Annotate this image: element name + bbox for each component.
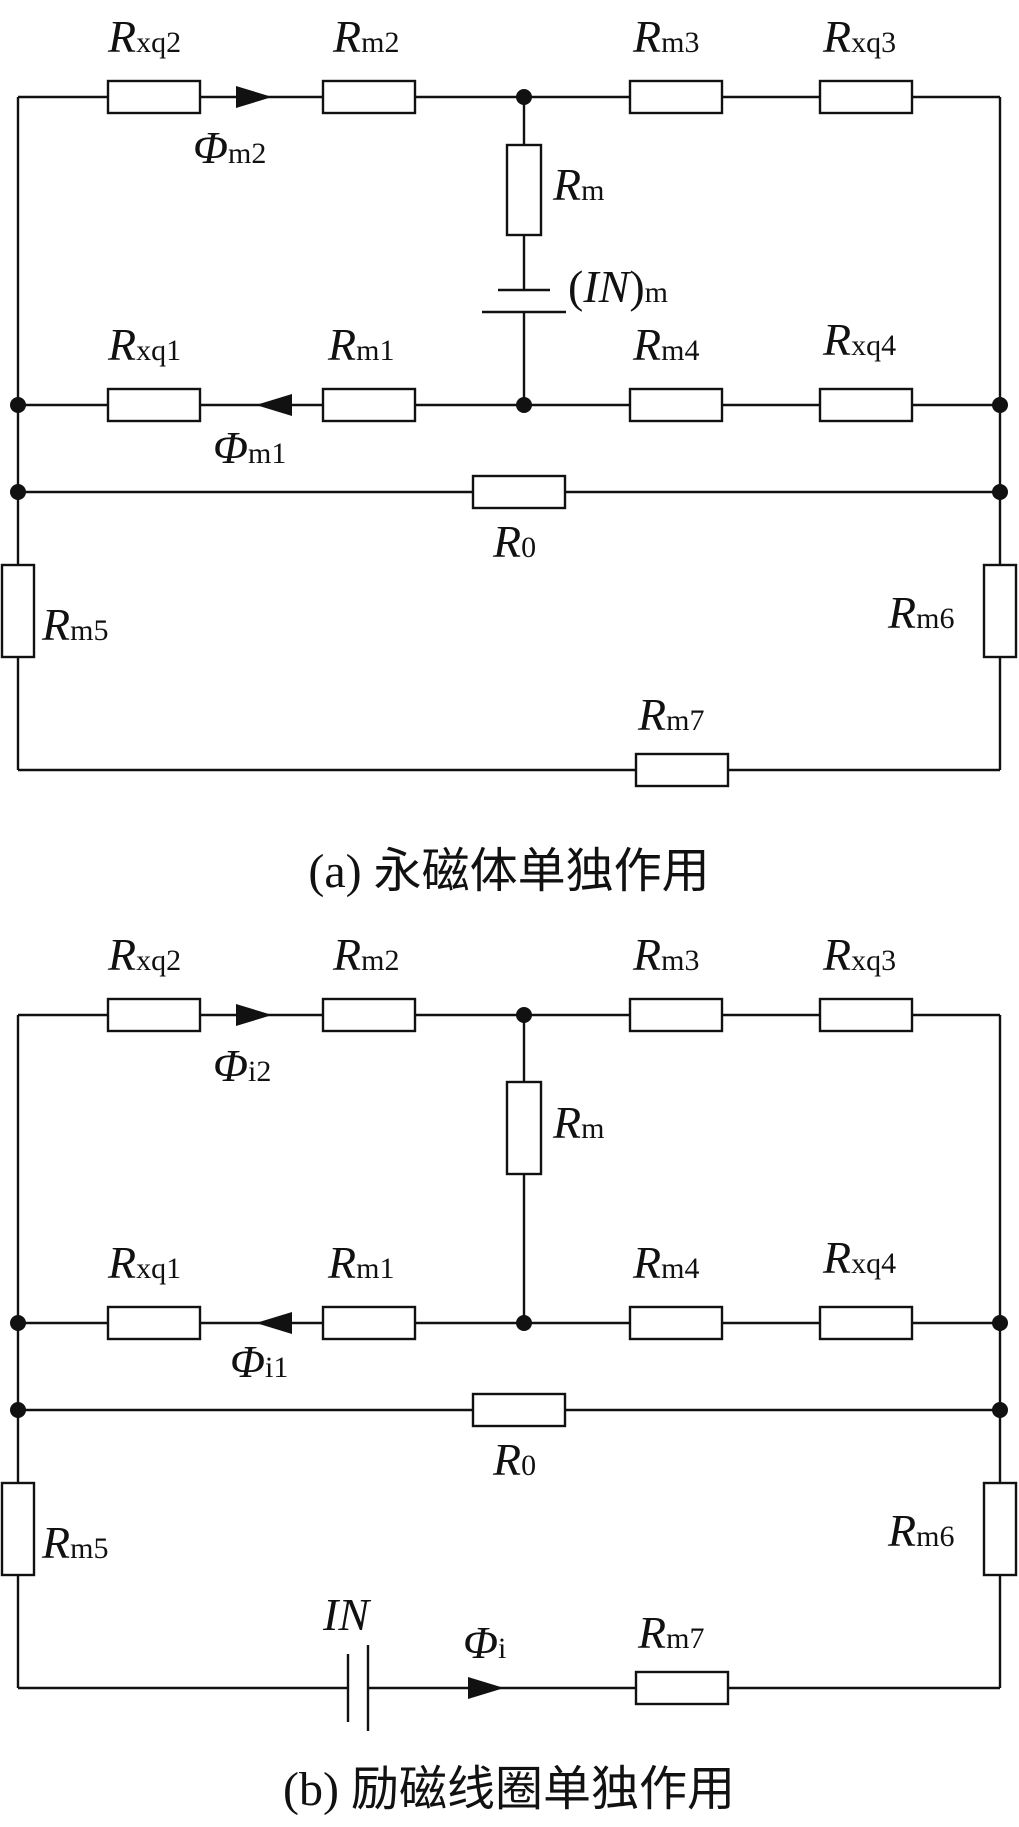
label-rm5-a: Rm5 xyxy=(41,599,108,650)
resistor-rm5-a xyxy=(0,563,36,659)
node-left-r0-a xyxy=(10,484,26,500)
label-rm7-a: Rm7 xyxy=(637,689,704,740)
label-rm4-a: Rm4 xyxy=(632,319,699,370)
circuit-b: Rxq2 Rm2 Rm3 Rxq3 Rm Rxq1 Rm1 Rm4 Rxq4 R… xyxy=(0,929,1018,1816)
label-flux-middle-b: Φi1 xyxy=(230,1336,288,1387)
resistor-rxq4-a xyxy=(818,387,914,423)
resistor-rm3-b xyxy=(628,997,724,1033)
node-top-a xyxy=(516,89,532,105)
label-rm6-a: Rm6 xyxy=(887,587,954,638)
label-rm5-b: Rm5 xyxy=(41,1517,108,1568)
label-source-a: (IN)m xyxy=(568,261,668,312)
node-right-r0-b xyxy=(992,1402,1008,1418)
node-right-middle-a xyxy=(992,397,1008,413)
resistor-rxq4-b xyxy=(818,1305,914,1341)
node-right-middle-b xyxy=(992,1315,1008,1331)
resistor-rxq2-b xyxy=(106,997,202,1033)
node-left-middle-a xyxy=(10,397,26,413)
resistor-rxq1-b xyxy=(106,1305,202,1341)
resistor-rm4-b xyxy=(628,1305,724,1341)
resistor-rm2-b xyxy=(321,997,417,1033)
flux-arrow-bottom-b xyxy=(468,1677,504,1699)
node-middle-a xyxy=(516,397,532,413)
label-rxq3-b: Rxq3 xyxy=(822,929,896,980)
circuit-a: Rxq2 Rm2 Rm3 Rxq3 Rm (IN)m Rxq1 Rm1 Rm4 … xyxy=(0,11,1018,898)
node-right-r0-a xyxy=(992,484,1008,500)
label-r0-b: R0 xyxy=(492,1434,536,1485)
resistor-rxq3-b xyxy=(818,997,914,1033)
resistor-rm3-a xyxy=(628,79,724,115)
resistor-r0-a xyxy=(471,474,567,510)
resistor-rm7-b xyxy=(634,1670,730,1706)
label-flux-middle-a: Φm1 xyxy=(213,422,286,473)
label-flux-top-b: Φi2 xyxy=(213,1040,271,1091)
label-rm2-b: Rm2 xyxy=(332,929,399,980)
flux-arrow-middle-b xyxy=(256,1312,292,1334)
caption-a: (a) 永磁体单独作用 xyxy=(308,845,709,898)
resistor-rm2-a xyxy=(321,79,417,115)
resistor-rm6-a xyxy=(982,563,1018,659)
flux-arrow-top-b xyxy=(236,1004,272,1026)
label-source-b: IN xyxy=(322,1589,371,1640)
label-rm3-a: Rm3 xyxy=(632,11,699,62)
label-rm6-b: Rm6 xyxy=(887,1505,954,1556)
label-rxq1-a: Rxq1 xyxy=(107,319,181,370)
resistor-rm-b xyxy=(505,1080,543,1176)
label-rm2-a: Rm2 xyxy=(332,11,399,62)
resistor-rm-a xyxy=(505,143,543,237)
label-rm-b: Rm xyxy=(552,1097,604,1148)
node-left-r0-b xyxy=(10,1402,26,1418)
resistor-rm4-a xyxy=(628,387,724,423)
resistor-rm1-a xyxy=(321,387,417,423)
node-left-middle-b xyxy=(10,1315,26,1331)
resistor-rm5-b xyxy=(0,1481,36,1577)
label-rxq4-b: Rxq4 xyxy=(822,1232,896,1283)
label-flux-top-a: Φm2 xyxy=(193,122,266,173)
resistor-rm6-b xyxy=(982,1481,1018,1577)
resistor-rm7-a xyxy=(634,752,730,788)
label-rxq2-b: Rxq2 xyxy=(107,929,181,980)
resistor-rxq1-a xyxy=(106,387,202,423)
resistor-rxq3-a xyxy=(818,79,914,115)
resistor-rm1-b xyxy=(321,1305,417,1341)
label-rxq2-a: Rxq2 xyxy=(107,11,181,62)
label-rxq3-a: Rxq3 xyxy=(822,11,896,62)
label-r0-a: R0 xyxy=(492,516,536,567)
label-rm1-a: Rm1 xyxy=(327,319,394,370)
flux-arrow-middle-a xyxy=(256,394,292,416)
label-rm-a: Rm xyxy=(552,159,604,210)
label-rm4-b: Rm4 xyxy=(632,1237,699,1288)
resistor-rxq2-a xyxy=(106,79,202,115)
label-rm1-b: Rm1 xyxy=(327,1237,394,1288)
label-rm7-b: Rm7 xyxy=(637,1607,704,1658)
flux-arrow-top-a xyxy=(236,86,272,108)
label-rxq1-b: Rxq1 xyxy=(107,1237,181,1288)
node-middle-b xyxy=(516,1315,532,1331)
node-top-b xyxy=(516,1007,532,1023)
resistor-r0-b xyxy=(471,1392,567,1428)
caption-b: (b) 励磁线圈单独作用 xyxy=(283,1763,735,1816)
label-rxq4-a: Rxq4 xyxy=(822,314,896,365)
label-rm3-b: Rm3 xyxy=(632,929,699,980)
label-flux-bottom-b: Φi xyxy=(463,1617,506,1668)
